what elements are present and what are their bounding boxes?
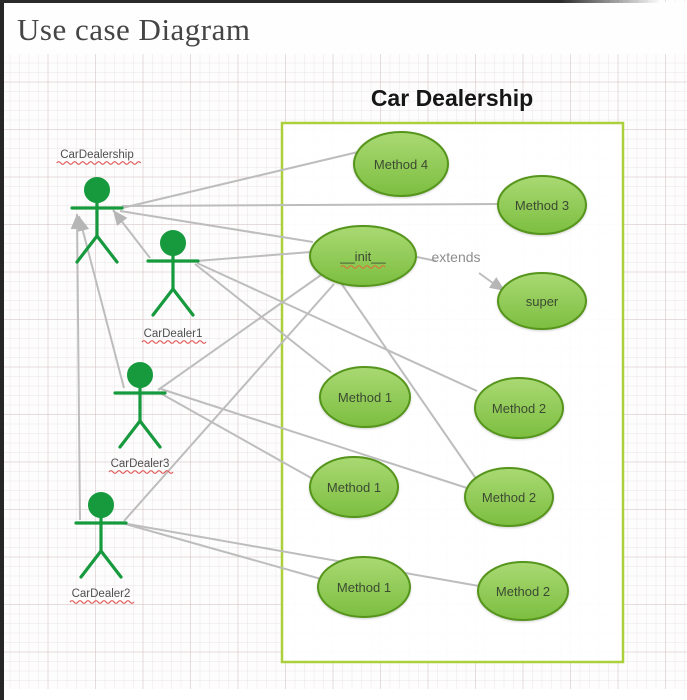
usecase-ellipse[interactable] xyxy=(309,225,417,287)
actor-figure[interactable] xyxy=(127,362,153,388)
usecase-ellipse[interactable] xyxy=(477,561,569,621)
association-line[interactable] xyxy=(121,522,322,580)
usecase-label: Method 4 xyxy=(374,157,428,172)
actor-label: CarDealer1 xyxy=(144,328,203,340)
association-line[interactable] xyxy=(121,522,480,587)
association-line[interactable] xyxy=(121,203,500,207)
association-line[interactable] xyxy=(123,283,335,522)
window-top-border xyxy=(0,0,687,3)
generalization-arrowhead xyxy=(113,210,128,226)
usecase-ellipse[interactable] xyxy=(309,456,399,518)
usecase-label: __init__ xyxy=(339,249,386,264)
extends-line[interactable] xyxy=(416,256,437,262)
usecase-init[interactable]: __init__ xyxy=(309,225,417,287)
actor-cardealer2[interactable]: CarDealer2 xyxy=(69,492,135,604)
usecase-ellipse[interactable] xyxy=(474,377,564,439)
window-left-border xyxy=(0,0,4,700)
usecase-method2-b[interactable]: Method 2 xyxy=(464,467,554,527)
edge-layer xyxy=(70,151,505,587)
usecase-ellipse[interactable] xyxy=(319,366,411,428)
usecase-label: super xyxy=(526,294,559,309)
usecase-ellipse[interactable] xyxy=(497,175,587,235)
usecase-method2-c[interactable]: Method 2 xyxy=(477,561,569,621)
generalization-line[interactable] xyxy=(78,215,125,389)
spellcheck-squiggle xyxy=(56,161,142,165)
association-line[interactable] xyxy=(119,210,314,243)
usecase-method1-a[interactable]: Method 1 xyxy=(319,366,411,428)
actor-cardealer3[interactable]: CarDealer3 xyxy=(108,362,174,474)
bottom-band xyxy=(4,689,687,700)
usecase-ellipse[interactable] xyxy=(497,272,587,330)
usecase-method1-c[interactable]: Method 1 xyxy=(317,556,411,618)
association-line[interactable] xyxy=(121,151,359,209)
association-line[interactable] xyxy=(159,392,314,480)
usecase-label: Method 2 xyxy=(496,584,550,599)
usecase-method3[interactable]: Method 3 xyxy=(497,175,587,235)
actor-figure[interactable] xyxy=(88,492,114,518)
spellcheck-squiggle xyxy=(69,600,135,604)
usecase-label: Method 2 xyxy=(482,490,536,505)
actor-figure[interactable] xyxy=(84,177,110,203)
association-line[interactable] xyxy=(195,251,312,262)
system-boundary-title: Car Dealership xyxy=(370,85,534,111)
generalization-line[interactable] xyxy=(76,213,81,521)
extends-relationship-label: extends xyxy=(431,249,481,265)
usecase-super[interactable]: super xyxy=(497,272,587,330)
actor-cardealership[interactable]: CarDealership xyxy=(56,149,142,264)
association-line[interactable] xyxy=(196,262,478,392)
usecase-method4[interactable]: Method 4 xyxy=(353,131,449,197)
usecase-ellipse[interactable] xyxy=(464,467,554,527)
usecase-label: Method 1 xyxy=(337,580,391,595)
actor-label: CarDealer3 xyxy=(111,458,170,470)
extends-arrowhead xyxy=(488,277,505,291)
usecase-method2-a[interactable]: Method 2 xyxy=(474,377,564,439)
actor-label: CarDealership xyxy=(60,149,134,161)
page-title: Use case Diagram xyxy=(17,12,251,47)
title-band xyxy=(4,2,687,54)
usecase-method1-b[interactable]: Method 1 xyxy=(309,456,399,518)
actor-label: CarDealer2 xyxy=(72,588,131,600)
actor-cardealer1[interactable]: CarDealer1 xyxy=(141,230,207,344)
usecase-label: Method 1 xyxy=(327,480,381,495)
usecase-label: Method 1 xyxy=(338,390,392,405)
association-line[interactable] xyxy=(340,282,480,484)
spellcheck-squiggle xyxy=(340,265,386,269)
usecase-ellipse[interactable] xyxy=(353,131,449,197)
association-line[interactable] xyxy=(160,388,468,489)
spellcheck-squiggle xyxy=(108,470,174,474)
actor-figure[interactable] xyxy=(160,230,186,256)
usecase-label: Method 3 xyxy=(515,198,569,213)
association-line[interactable] xyxy=(194,263,332,373)
usecase-ellipse[interactable] xyxy=(317,556,411,618)
spellcheck-squiggle xyxy=(141,340,207,344)
usecase-label: Method 2 xyxy=(492,401,546,416)
association-line[interactable] xyxy=(157,274,322,391)
generalization-arrowhead xyxy=(70,214,84,230)
